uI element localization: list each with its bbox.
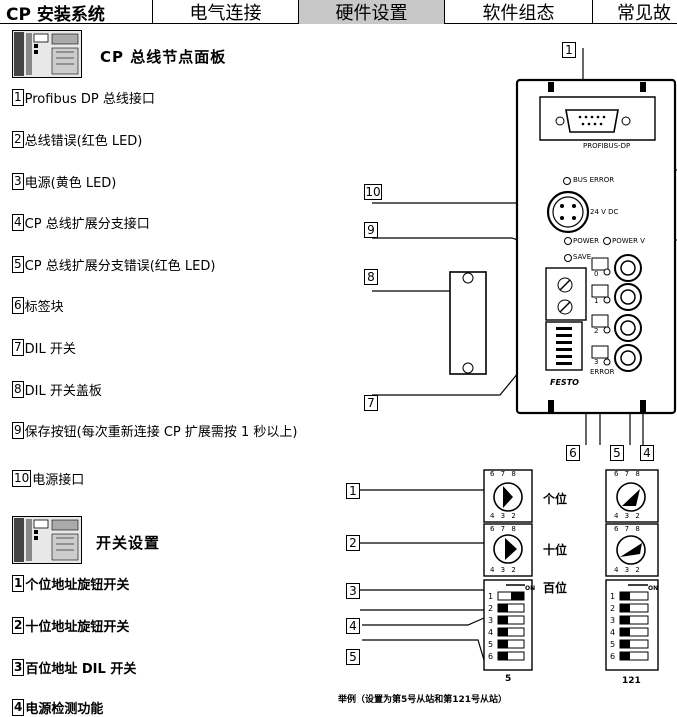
callout-1: 1 — [346, 483, 360, 499]
callout-8: 8 — [364, 269, 378, 285]
callout-9: 9 — [364, 222, 378, 238]
label-dil-on-left: ON — [525, 585, 536, 592]
callout-5: 5 — [346, 649, 360, 665]
callout-4: 4 — [346, 618, 360, 634]
label-save: SAVE — [573, 253, 592, 261]
svg-text:4: 4 — [610, 628, 615, 637]
svg-text:1: 1 — [488, 592, 493, 601]
callout-1: 1 — [562, 42, 576, 58]
callout-7: 7 — [364, 395, 378, 411]
svg-text:4: 4 — [488, 628, 493, 637]
tab-troubleshoot[interactable]: 常见故 — [617, 3, 671, 24]
svg-text:6: 6 — [610, 652, 615, 661]
label-port-3: 3 — [594, 358, 599, 366]
label-tens: 十位 — [543, 543, 568, 557]
callout-2: 2 — [346, 535, 360, 551]
svg-text:3: 3 — [610, 616, 615, 625]
label-value-121: 121 — [622, 676, 641, 686]
svg-text:5: 5 — [488, 640, 493, 649]
svg-text:6: 6 — [488, 652, 493, 661]
svg-text:2: 2 — [610, 604, 615, 613]
label-profibus: PROFIBUS-DP — [583, 142, 631, 150]
section-title-switches: 开关设置 — [96, 534, 161, 552]
callout-5: 5 — [610, 445, 624, 461]
svg-text:5: 5 — [610, 640, 615, 649]
tab-software[interactable]: 软件组态 — [445, 0, 593, 24]
svg-text:3: 3 — [488, 616, 493, 625]
svg-text:1: 1 — [610, 592, 615, 601]
label-bus-error: BUS ERROR — [573, 176, 615, 184]
label-port-2: 2 — [594, 327, 599, 335]
label-power-v: POWER V — [612, 237, 645, 245]
label-power: POWER — [573, 237, 599, 245]
callout-3: 3 — [346, 583, 360, 599]
callout-10: 10 — [364, 184, 382, 200]
tab-bar: CP 安装系统 电气连接 硬件设置 软件组态 常见故 — [0, 0, 677, 25]
label-value-5: 5 — [505, 674, 512, 684]
device-thumbnail-icon — [12, 30, 82, 78]
label-port-1: 1 — [594, 297, 599, 305]
label-error: ERROR — [590, 368, 615, 376]
label-dil-on-right: ON — [648, 585, 659, 592]
callout-4: 4 — [640, 445, 654, 461]
label-hundreds: 百位 — [543, 581, 568, 595]
label-port-0: 0 — [594, 270, 599, 278]
section-title-panel: CP 总线节点面板 — [100, 48, 227, 66]
label-ones: 个位 — [543, 492, 568, 506]
brand-logo: FESTO — [550, 378, 579, 387]
callout-6: 6 — [566, 445, 580, 461]
label-24vdc: 24 V DC — [590, 208, 619, 216]
tab-cp-install[interactable]: CP 安装系统 — [0, 0, 153, 25]
tab-electrical[interactable]: 电气连接 — [153, 0, 299, 24]
svg-text:2: 2 — [488, 604, 493, 613]
figure-caption: 举例（设置为第5号从站和第121号从站） — [338, 695, 508, 705]
device-thumbnail-icon — [12, 516, 82, 564]
tab-hardware[interactable]: 硬件设置 — [299, 0, 445, 24]
